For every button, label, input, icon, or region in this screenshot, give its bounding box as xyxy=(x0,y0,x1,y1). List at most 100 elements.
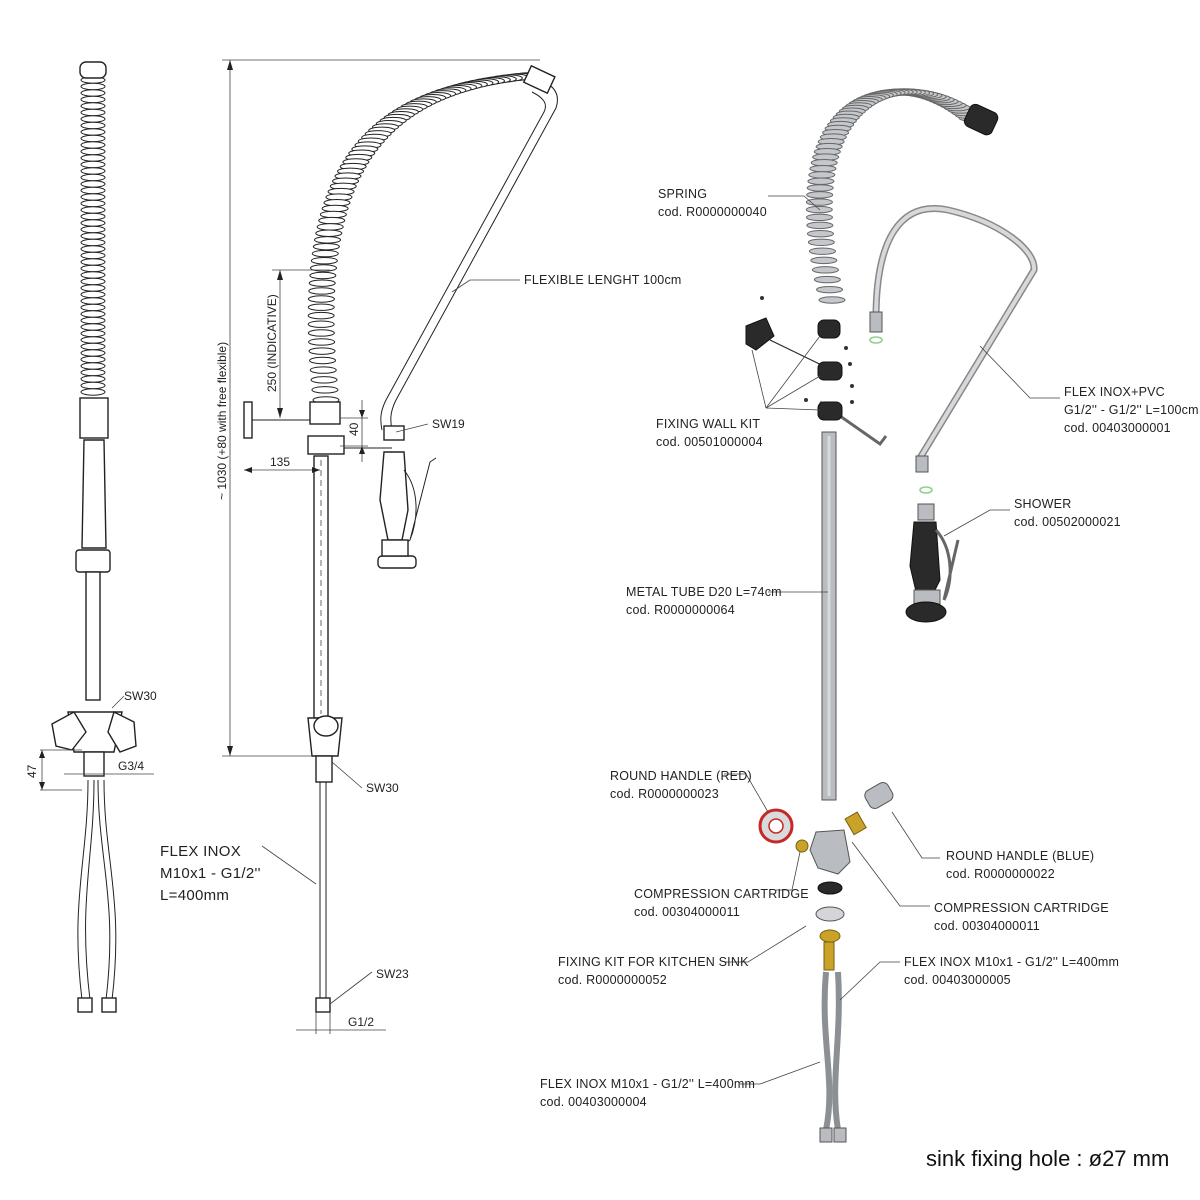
wall-ring-2 xyxy=(817,361,843,381)
spring-coil xyxy=(80,290,106,299)
dim-40: 40 xyxy=(347,422,361,436)
spring-coil xyxy=(805,198,833,206)
front-spout-body xyxy=(81,439,107,549)
label-cartridge-left: COMPRESSION CARTRIDGE cod. 00304000011 xyxy=(634,887,813,919)
spring-coil xyxy=(806,184,834,192)
spring-coil xyxy=(307,295,335,303)
spring-coil xyxy=(810,256,838,265)
spring-coil xyxy=(313,236,341,244)
spring-coil xyxy=(80,186,106,195)
brass-nut xyxy=(819,929,841,943)
dim-sw19: SW19 xyxy=(432,417,465,431)
spring-coil xyxy=(806,230,834,238)
spring-coil xyxy=(80,141,106,149)
dim-47: 47 xyxy=(25,764,39,778)
side-view: ~ 1030 (+80 with free flexible) 250 (IND… xyxy=(160,59,681,1034)
dim-sw23: SW23 xyxy=(376,967,409,981)
spring-coil xyxy=(806,221,834,230)
spring-coil xyxy=(309,271,337,280)
spring-coil xyxy=(80,95,106,104)
flex-end-top xyxy=(869,311,883,333)
side-mixer-nut xyxy=(315,755,333,783)
spring-coil xyxy=(80,193,106,201)
spring-coil xyxy=(808,171,836,179)
spring-coil xyxy=(307,320,335,328)
spring-coil xyxy=(806,191,834,199)
spring-coil xyxy=(308,338,336,346)
washer-dark xyxy=(817,881,843,895)
spring-coil xyxy=(309,366,337,374)
side-shower-ring xyxy=(383,425,405,441)
spring-coil xyxy=(813,275,841,284)
spring-coil xyxy=(308,279,336,287)
spring-coil xyxy=(80,342,106,351)
brass-stem xyxy=(823,941,835,971)
front-flex-nut-left xyxy=(77,997,93,1013)
round-handle-blue xyxy=(864,782,894,809)
spring-coil xyxy=(309,356,337,365)
spring-coil xyxy=(80,206,106,214)
shower-lever xyxy=(934,529,960,601)
cartridge-left xyxy=(795,839,809,853)
label-cartridge-right: COMPRESSION CARTRIDGE cod. 00304000011 xyxy=(934,901,1113,933)
spring-end-cap xyxy=(963,103,999,136)
spring-coil xyxy=(80,303,106,312)
label-round-handle-red: ROUND HANDLE (RED) cod. R0000000023 xyxy=(610,769,756,801)
front-spring-cap xyxy=(79,61,107,79)
label-shower: SHOWER cod. 00502000021 xyxy=(1014,497,1121,529)
spring-coil xyxy=(308,287,336,295)
spring-coil xyxy=(80,115,106,123)
spring-coil xyxy=(80,316,106,325)
side-flex-nut xyxy=(315,997,331,1013)
spring-coil xyxy=(816,285,844,294)
front-flex-right xyxy=(97,779,111,1001)
spring-coil xyxy=(307,329,335,337)
spring-coil xyxy=(80,238,106,247)
front-handle-left xyxy=(51,711,87,751)
spring-coil xyxy=(80,160,106,169)
spring-coil xyxy=(311,249,339,258)
spring-coil xyxy=(312,242,340,251)
flex-inox-pvc xyxy=(872,205,1038,460)
shower-head xyxy=(905,601,947,623)
label-flex-inox-right: FLEX INOX M10x1 - G1/2'' L=400mm cod. 00… xyxy=(904,955,1123,987)
spring-coil xyxy=(80,108,106,117)
label-round-handle-blue: ROUND HANDLE (BLUE) cod. R0000000022 xyxy=(946,849,1098,881)
side-flexible xyxy=(390,79,558,431)
spring-coil xyxy=(80,199,106,208)
front-collar xyxy=(75,549,111,573)
spring-coil xyxy=(315,229,343,237)
spring-coil xyxy=(80,375,106,383)
side-handle xyxy=(313,715,339,737)
wall-ring-3 xyxy=(817,401,843,421)
label-flex-inox-left: FLEX INOX M10x1 - G1/2'' L=400mm cod. 00… xyxy=(540,1077,759,1109)
spring-coil xyxy=(80,180,106,188)
spring-coil xyxy=(80,264,106,273)
spring-coil xyxy=(80,336,106,344)
side-flex-end xyxy=(522,64,556,95)
spring-coil xyxy=(80,349,106,357)
front-view: SW30 47 G3/4 xyxy=(25,61,157,1013)
dim-g12: G1/2 xyxy=(348,1015,374,1029)
label-spring: SPRING cod. R0000000040 xyxy=(658,187,767,219)
seal-top xyxy=(869,336,883,344)
spring-coil xyxy=(811,266,839,274)
spring-coil xyxy=(80,368,106,377)
spring-coil xyxy=(321,204,349,213)
dim-height: ~ 1030 (+80 with free flexible) xyxy=(215,342,229,500)
spring-coil xyxy=(80,284,106,292)
side-shower-head xyxy=(377,555,417,569)
spring-coil xyxy=(80,258,106,266)
side-swivel xyxy=(307,435,345,455)
spring-coil xyxy=(319,210,347,219)
spring-coil xyxy=(80,121,106,130)
spring-coil xyxy=(80,362,106,370)
front-spring xyxy=(80,76,106,396)
spring-coil xyxy=(80,251,106,260)
spring-coil xyxy=(80,225,106,234)
washer-light xyxy=(815,906,845,922)
spring-coil xyxy=(80,134,106,143)
front-mixer-nut xyxy=(83,751,105,777)
spring-coil xyxy=(80,147,106,156)
